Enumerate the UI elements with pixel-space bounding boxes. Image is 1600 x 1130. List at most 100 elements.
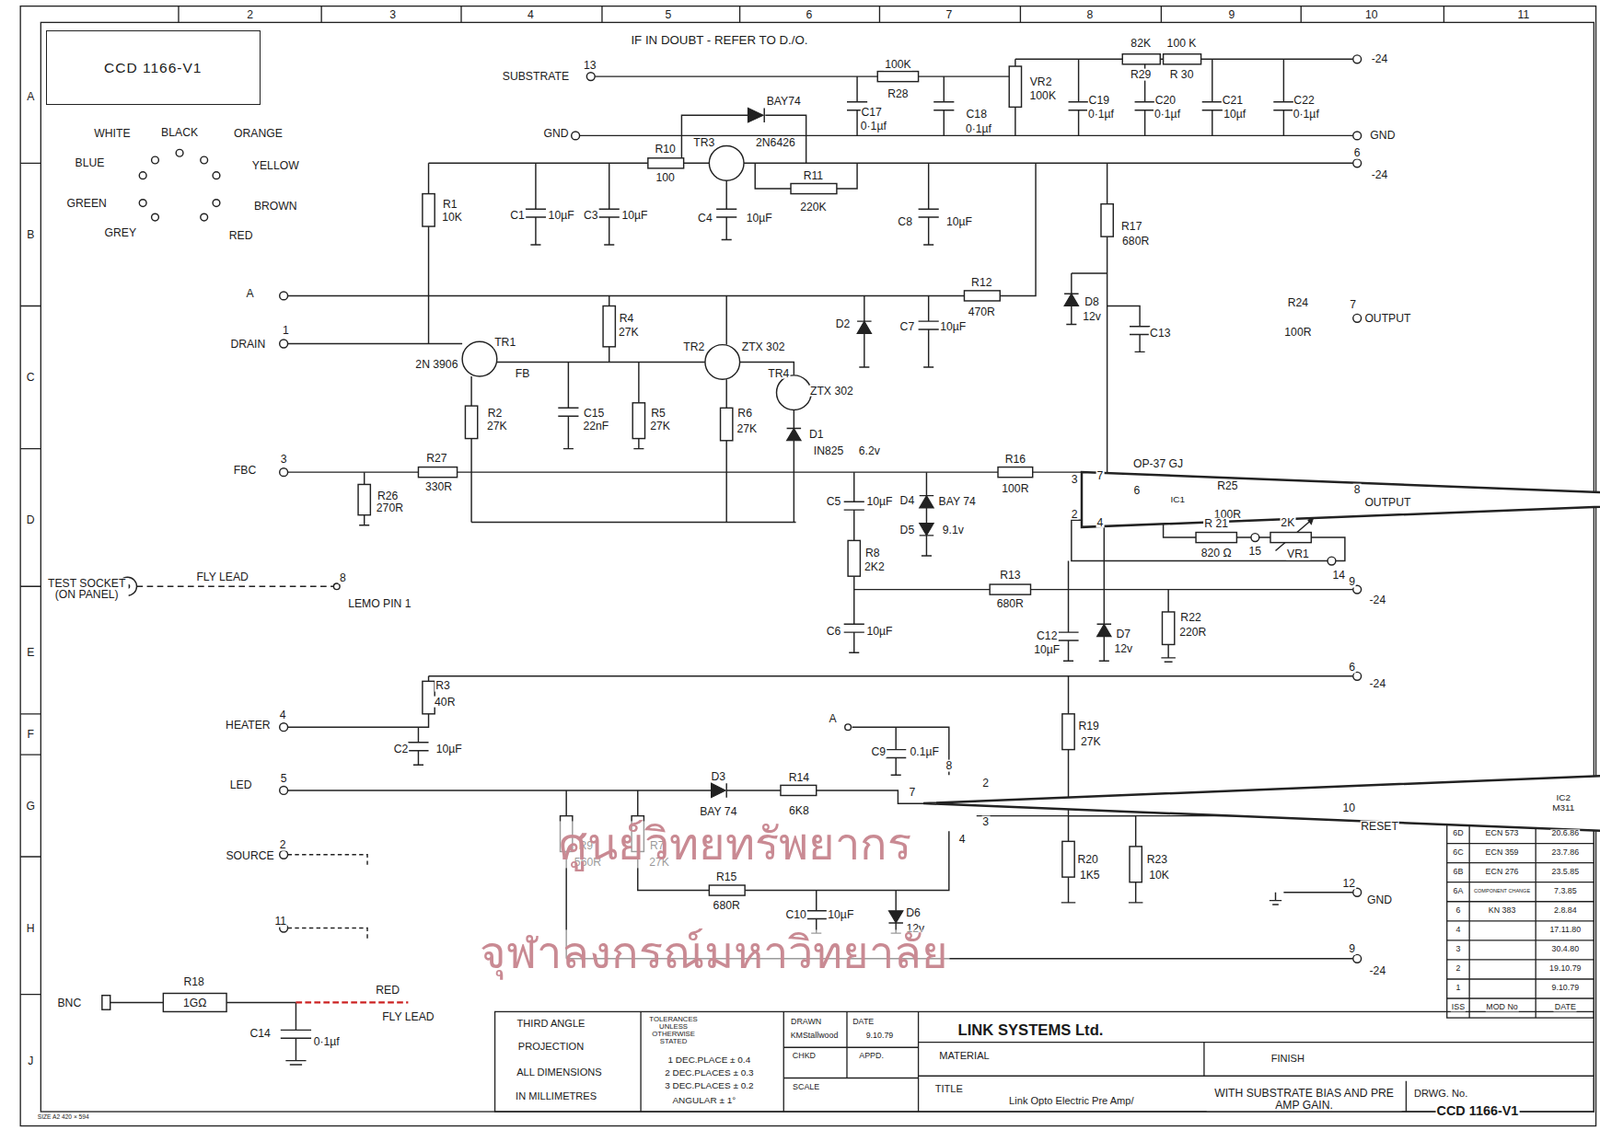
component-label: FLY LEAD <box>381 1011 435 1024</box>
title-block-cell: 1 <box>1454 984 1461 993</box>
component-label: 7 <box>908 787 917 800</box>
component-label: C21 <box>1221 93 1244 106</box>
title-block-cell: 2 <box>1454 964 1461 974</box>
component-label: 680R <box>712 900 742 913</box>
component-label: 10µF <box>745 212 774 225</box>
component-label: C9 <box>870 745 888 758</box>
component-label: 0·1µf <box>1087 108 1115 121</box>
component-label: TR4 <box>766 367 790 380</box>
component-label: GND <box>543 127 570 140</box>
component-label: LED <box>229 779 254 792</box>
title-block-cell: MOD No <box>1484 1003 1519 1012</box>
component-label: R14 <box>788 771 811 784</box>
component-label: 0·1µf <box>964 122 993 135</box>
component-label: R29 <box>1129 69 1152 82</box>
title-block-cell: 6B <box>1452 868 1465 877</box>
component-label: RED <box>228 230 255 243</box>
component-label: 470R <box>967 306 997 319</box>
component-label: R23 <box>1146 854 1169 867</box>
component-label: YELLOW <box>251 159 301 172</box>
component-label: DRAIN <box>229 337 267 350</box>
component-label: BAY74 <box>765 94 802 107</box>
title-block-cell: ECN 359 <box>1484 848 1520 858</box>
component-label: 27K <box>617 326 640 339</box>
component-label: 0.1µF <box>909 745 940 758</box>
component-label: 10µF <box>547 208 576 221</box>
component-label: 11 <box>273 915 288 928</box>
title-block-cell: KMStallwood <box>789 1031 840 1041</box>
component-label: D6 <box>904 907 922 920</box>
component-label: ZTX 302 <box>741 340 787 353</box>
component-label: BAY 74 <box>698 806 738 819</box>
component-label: R 30 <box>1169 69 1195 82</box>
component-label: GND <box>1368 129 1396 142</box>
component-label: BROWN <box>253 199 299 212</box>
component-label: 220K <box>799 201 827 214</box>
component-label: C5 <box>825 496 843 509</box>
component-label: R4 <box>618 312 636 325</box>
component-label: 3 <box>279 452 289 465</box>
grid-reference: B <box>25 229 35 242</box>
title-block-cell: IN MILLIMETRES <box>514 1091 598 1103</box>
component-label: FLY LEAD <box>195 571 249 584</box>
component-label: R24 <box>1286 297 1310 310</box>
component-label: C7 <box>899 320 916 333</box>
component-label: 5 <box>279 772 289 785</box>
grid-reference: E <box>25 647 35 660</box>
component-label: -24 <box>1370 53 1390 66</box>
component-label: R16 <box>1004 452 1027 465</box>
component-label: 100R <box>1283 326 1312 339</box>
component-label: 0·1µf <box>859 120 888 133</box>
component-label: 3 <box>1070 474 1079 487</box>
title-block-cell: 6 <box>1454 906 1461 916</box>
grid-reference: H <box>25 922 36 935</box>
component-label: GREY <box>104 226 139 239</box>
title-block-cell: 6C <box>1451 848 1464 858</box>
title-block-cell: ISS <box>1450 1003 1466 1012</box>
component-label: 15 <box>1248 544 1264 557</box>
grid-reference: F <box>26 729 35 742</box>
component-label: 0·1µf <box>313 1035 341 1048</box>
component-label: 10 <box>1342 801 1357 814</box>
component-label: 10µF <box>826 909 855 922</box>
component-label: 100R <box>1000 483 1030 496</box>
title-block-cell: 23.5.85 <box>1551 868 1581 877</box>
component-label: TR1 <box>493 336 517 349</box>
component-label: 330R <box>424 480 453 493</box>
component-label: -24 <box>1368 677 1388 690</box>
component-label: 27K <box>1079 735 1102 748</box>
component-label: D4 <box>899 495 916 508</box>
grid-reference: J <box>26 1055 35 1067</box>
title-block-cell: 2 DEC.PLACES ± 0.3 <box>663 1068 754 1079</box>
title-block-cell: SCALE <box>791 1083 821 1092</box>
component-label: 820 Ω <box>1200 546 1233 559</box>
component-label: R6 <box>736 407 754 420</box>
component-label: R28 <box>886 88 909 101</box>
red-fly-lead <box>295 1001 408 1004</box>
component-label: R18 <box>182 976 205 989</box>
component-label: R27 <box>425 452 448 464</box>
component-label: 2 <box>1070 508 1079 521</box>
component-label: 6.2v <box>857 445 882 458</box>
component-label: A <box>244 288 255 301</box>
component-label: R10 <box>654 142 677 155</box>
component-label: R1 <box>441 197 459 210</box>
grid-reference: A <box>25 91 35 104</box>
component-label: D3 <box>710 770 728 783</box>
component-label: C2 <box>393 742 410 755</box>
title-block-cell: TOLERANCES UNLESS OTHERWISE STATED <box>641 1015 706 1046</box>
grid-reference: 3 <box>388 8 397 21</box>
title-block-cell: 7.3.85 <box>1553 887 1578 896</box>
component-label: RESET <box>1359 820 1400 833</box>
node-text: IC2 <box>1556 793 1572 804</box>
component-label: 0·1µf <box>1292 108 1321 121</box>
component-label: TR2 <box>682 340 706 353</box>
component-label: D7 <box>1115 628 1133 641</box>
component-label: 7 <box>1348 299 1357 312</box>
title-block-cell: 6A <box>1452 887 1465 896</box>
component-label: R13 <box>998 569 1021 582</box>
component-label: 4 <box>1095 516 1104 529</box>
component-label: 2K <box>1279 516 1296 529</box>
title-block-cell: 19.10.79 <box>1548 964 1583 974</box>
component-label: D2 <box>834 318 852 331</box>
